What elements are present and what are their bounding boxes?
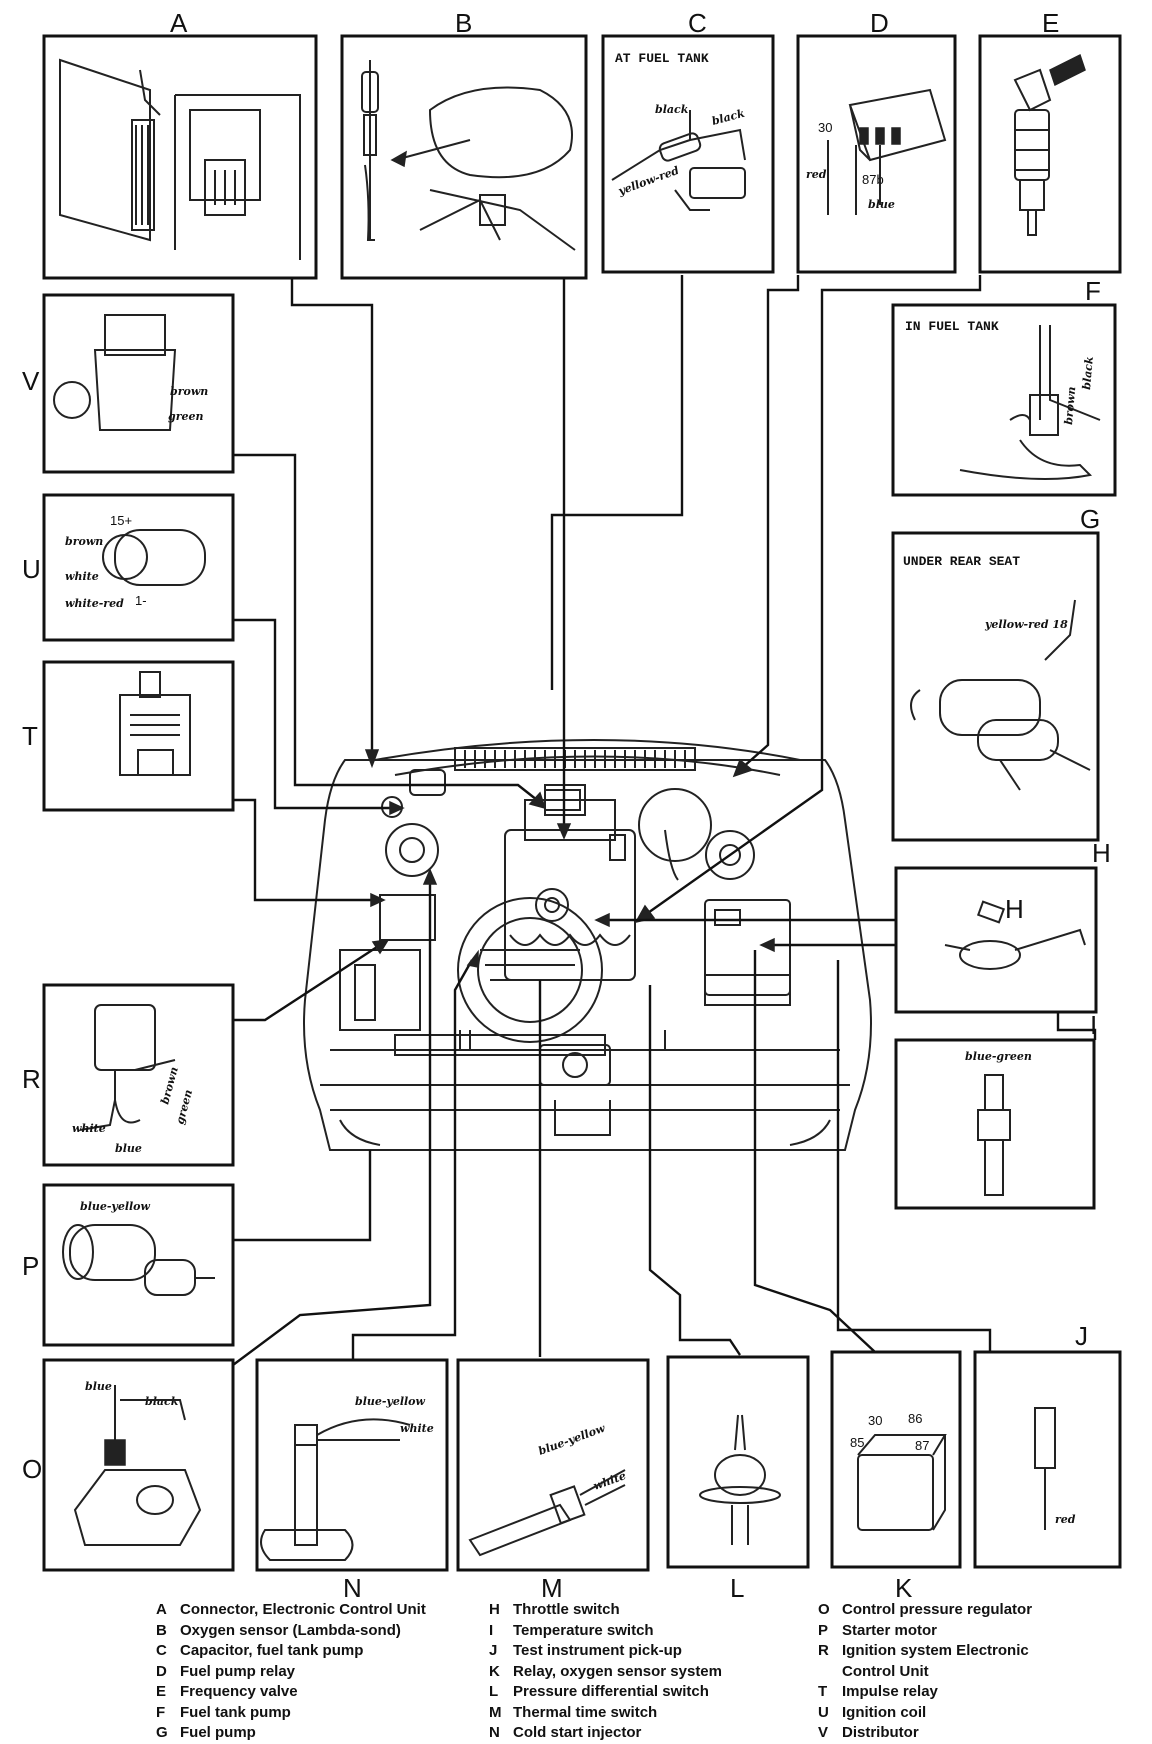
terminal-87: 87: [915, 1438, 929, 1453]
panel-letter-v: V: [22, 366, 40, 396]
panel-f: F IN FUEL TANK brown black: [891, 276, 1117, 497]
panel-letter-d: D: [870, 8, 889, 38]
panel-letter-a: A: [170, 8, 188, 38]
panel-letter-f: F: [1085, 276, 1101, 306]
wire-label-yellow-red-18: yellow-red 18: [984, 618, 1068, 631]
cowl-grille: [454, 747, 696, 771]
engine-bay-illustration: [303, 739, 872, 1151]
wire-label-red: red: [1055, 1513, 1076, 1526]
panel-e: E: [978, 8, 1122, 274]
panel-letter-l: L: [730, 1573, 744, 1603]
panel-i: I blue-green: [894, 1010, 1097, 1210]
panel-letter-e: E: [1042, 8, 1059, 38]
terminal-1-minus: 1-: [135, 593, 147, 608]
panel-letter-j: J: [1075, 1321, 1088, 1351]
panel-g: G UNDER REAR SEAT yellow-red 18: [891, 504, 1100, 842]
panel-letter-b: B: [455, 8, 472, 38]
wire-label-white: white: [72, 1122, 106, 1135]
wire-label-blue-green: blue-green: [965, 1050, 1032, 1063]
terminal-86: 86: [908, 1411, 922, 1426]
wire-label-green: green: [168, 410, 203, 423]
panel-m: M blue-yellow white: [456, 1358, 650, 1603]
terminal-30: 30: [868, 1413, 882, 1428]
wire-label-red: red: [806, 168, 827, 181]
panel-letter-i: I: [1090, 1010, 1097, 1040]
panel-letter-h: H: [1092, 838, 1111, 868]
legend-item: Control Unit: [842, 1662, 929, 1680]
wire-label-blue: blue: [868, 198, 895, 211]
panel-title-f: IN FUEL TANK: [905, 319, 999, 334]
panel-t: T: [22, 660, 235, 812]
panel-a: A: [42, 8, 318, 280]
panel-title-g: UNDER REAR SEAT: [903, 554, 1020, 569]
wire-label-black: black: [1080, 356, 1096, 391]
panel-letter-g: G: [1080, 504, 1100, 534]
panel-r: R white blue brown green: [22, 983, 235, 1167]
wire-label-brown: brown: [65, 535, 103, 548]
terminal-30: 30: [818, 120, 832, 135]
panel-h: H H: [894, 838, 1111, 1014]
wire-label-blue: blue: [85, 1380, 112, 1393]
panel-inner-letter-h: H: [1005, 894, 1024, 924]
wire-label-blue-yellow: blue-yellow: [80, 1200, 151, 1213]
panel-c: C AT FUEL TANK black black yellow-red: [601, 8, 775, 274]
wire-label-blue-yellow: blue-yellow: [355, 1395, 426, 1408]
panel-letter-k: K: [895, 1573, 913, 1603]
panel-o: O blue black: [22, 1358, 235, 1572]
panel-letter-o: O: [22, 1454, 42, 1484]
connector-lines: [232, 275, 1097, 1366]
terminal-87b: 87b: [862, 172, 884, 187]
wire-label-black: black: [145, 1395, 179, 1408]
wire-label-white: white: [65, 570, 99, 583]
panel-k: K 30 86 85 87: [830, 1350, 962, 1603]
panel-letter-u: U: [22, 554, 41, 584]
panel-letter-r: R: [22, 1064, 41, 1094]
panel-letter-p: P: [22, 1251, 39, 1281]
panel-p: P blue-yellow: [22, 1183, 235, 1347]
panel-j: J red: [973, 1321, 1122, 1569]
wire-label-white-red: white-red: [65, 597, 124, 610]
terminal-15-plus: 15+: [110, 513, 132, 528]
panel-u: U 15+ 1- brown white white-red: [22, 493, 235, 642]
panel-l: L: [666, 1355, 810, 1603]
wire-label-black-1: black: [655, 103, 689, 116]
panel-letter-c: C: [688, 8, 707, 38]
wire-label-brown: brown: [1062, 386, 1078, 425]
panel-v: V brown green: [22, 293, 235, 474]
panel-n: N blue-yellow white: [255, 1358, 449, 1603]
panel-letter-n: N: [343, 1573, 362, 1603]
panel-d: D 30 87b red blue: [796, 8, 957, 274]
panel-letter-m: M: [541, 1573, 563, 1603]
panel-letter-t: T: [22, 721, 38, 751]
panel-b: B: [340, 8, 588, 280]
terminal-85: 85: [850, 1435, 864, 1450]
wire-label-brown: brown: [170, 385, 208, 398]
wire-label-blue: blue: [115, 1142, 142, 1155]
panel-title-c: AT FUEL TANK: [615, 51, 709, 66]
